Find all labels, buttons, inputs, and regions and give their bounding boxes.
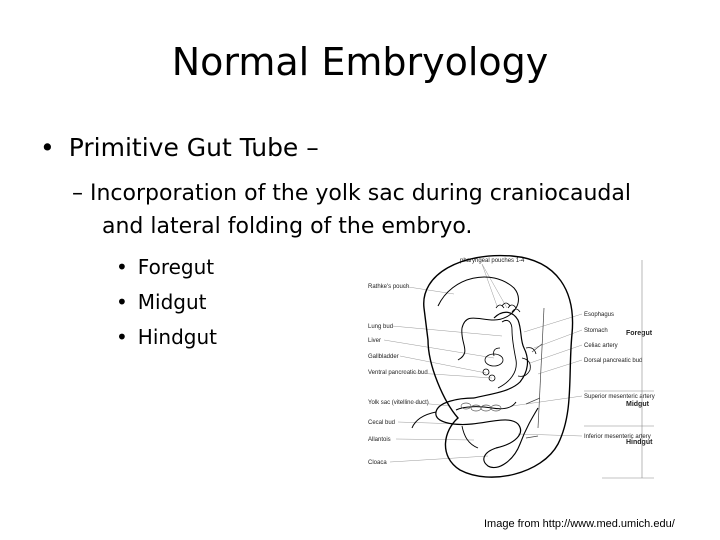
list-item-midgut: • Midgut [116,285,217,320]
bullet-dot-icon: • [116,255,128,279]
embryo-gut-diagram: pharyngeal pouches 1-4 Rathke's pouch Lu… [362,248,674,488]
sub-bullet-line-2: and lateral folding of the embryo. [102,214,473,239]
gut-regions-list: • Foregut • Midgut • Hindgut [116,250,217,355]
liver-buds [482,347,537,382]
list-item-foregut: • Foregut [116,250,217,285]
sub-bullet-incorporation: – Incorporation of the yolk sac during c… [72,177,692,243]
bullet-primitive-gut-tube: • Primitive Gut Tube – [40,133,319,162]
hindgut-tube [483,407,539,468]
embryo-outline [423,254,574,478]
list-item-hindgut: • Hindgut [116,320,217,355]
arteries [525,307,545,439]
slide-title: Normal Embryology [171,40,549,84]
list-item-label: Foregut [137,255,215,279]
midgut-loops [460,402,502,412]
diagram-region-midgut: Midgut [626,401,650,408]
sub-bullet-line-1: – Incorporation of the yolk sac during c… [72,181,631,206]
bullet-text: Primitive Gut Tube – [68,133,319,162]
diagram-label-liver: Liver [368,338,381,344]
bullet-dot-icon: • [40,133,55,162]
yolk-stalk [411,411,437,429]
diagram-label-superior-mesenteric-artery: Superior mesenteric artery [584,394,655,400]
diagram-label-lung-bud: Lung bud [368,324,393,330]
region-brackets [584,260,654,479]
diagram-label-yolk-sac: Yolk sac (vitelline duct) [368,400,429,406]
diagram-label-celiac-artery: Celiac artery [584,343,618,349]
diagram-label-rathkes-pouch: Rathke's pouch [368,284,409,290]
diagram-region-hindgut: Hindgut [626,439,653,446]
midgut-loop [435,397,522,449]
diagram-label-cloaca: Cloaca [368,460,387,466]
diagram-label-ventral-pancreatic-bud: Ventral pancreatic bud [368,370,428,376]
diagram-region-foregut: Foregut [626,330,653,337]
foregut-inner [497,319,517,389]
diagram-label-inferior-mesenteric-artery: Inferior mesenteric artery [584,434,651,440]
diagram-label-cecal-bud: Cecal bud [368,420,395,426]
list-item-label: Hindgut [137,325,217,349]
diagram-label-esophagus: Esophagus [584,312,614,318]
leader-lines [383,263,583,463]
midgut-inner [455,401,517,411]
bullet-dot-icon: • [116,290,128,314]
allantois [461,425,479,449]
foregut-tube [473,311,529,399]
embryo-diagram-svg: pharyngeal pouches 1-4 Rathke's pouch Lu… [368,254,655,479]
list-item-label: Midgut [137,290,207,314]
diagram-label-dorsal-pancreatic-bud: Dorsal pancreatic bud [584,358,642,364]
pharyngeal-pouches [495,302,521,313]
diagram-label-pharyngeal-pouches: pharyngeal pouches 1-4 [460,258,525,264]
bullet-dot-icon: • [116,325,128,349]
diagram-label-allantois: Allantois [368,437,391,443]
head-fold-curve [437,276,519,361]
diagram-label-gallbladder: Gallbladder [368,354,399,360]
image-credit: Image from http://www.med.umich.edu/ [484,518,675,530]
diagram-label-stomach: Stomach [584,328,608,334]
